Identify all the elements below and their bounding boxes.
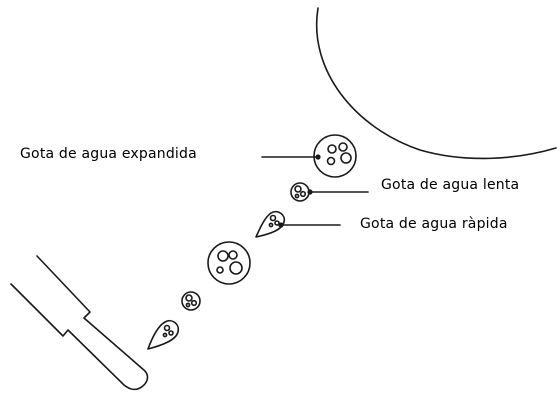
leader-dot-slow <box>307 189 313 195</box>
label-expanded-drop: Gota de agua expandida <box>20 146 197 162</box>
nozzle-icon <box>10 255 149 391</box>
expanded-drop-icon <box>207 241 251 285</box>
target-surface-arc <box>315 7 557 160</box>
teardrop-drop-icon <box>147 319 180 350</box>
label-slow-drop: Gota de agua lenta <box>381 177 520 193</box>
slow-round-drop-icon <box>290 182 310 202</box>
leader-dot-fast <box>278 222 284 228</box>
expanded-drop-near-surface-icon <box>313 134 357 178</box>
leader-lines <box>261 154 369 228</box>
label-fast-drop: Gota de agua ràpida <box>360 216 508 232</box>
fast-teardrop-drop-icon <box>255 210 286 238</box>
round-drop-icon <box>181 291 201 311</box>
leader-dot-expanded <box>315 154 321 160</box>
